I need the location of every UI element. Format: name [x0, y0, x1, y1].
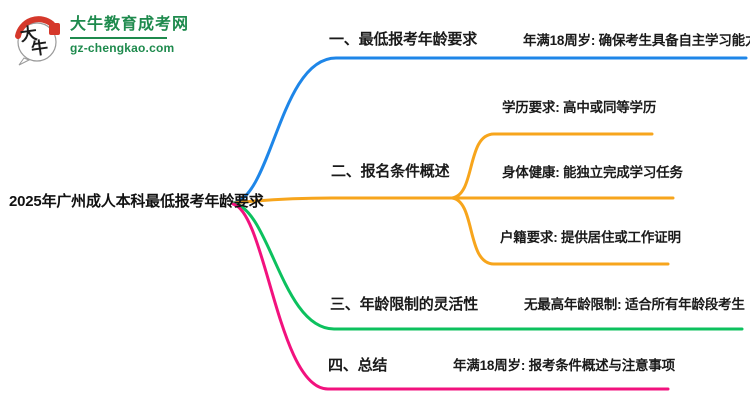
brand-domain: gz-chengkao.com: [70, 41, 175, 56]
branch-1-line: [231, 56, 748, 205]
branch-1-label: 一、最低报考年龄要求: [329, 31, 478, 48]
branch-4-label: 四、总结: [328, 357, 388, 374]
branch-3-line: [231, 201, 744, 331]
branch-2-child-1-line: [450, 132, 654, 200]
svg-text:大: 大: [19, 23, 39, 45]
branch-4-line: [231, 202, 670, 391]
branch-3-child-1: 无最高年龄限制: 适合所有年龄段考生: [524, 297, 745, 312]
root-node: 2025年广州成人本科最低报考年龄要求: [9, 193, 264, 210]
svg-text:牛: 牛: [30, 37, 50, 59]
branch-1-child-1: 年满18周岁: 确保考生具备自主学习能力: [523, 33, 750, 48]
site-logo[interactable]: 大 牛 大牛教育成考网 gz-chengkao.com: [12, 14, 189, 66]
branch-2-child-2: 身体健康: 能独立完成学习任务: [502, 165, 683, 180]
branch-2-child-3-line: [450, 196, 670, 266]
branch-2-main-line: [231, 196, 675, 205]
branch-4-child-1: 年满18周岁: 报考条件概述与注意事项: [453, 358, 675, 373]
brand-name: 大牛教育成考网: [70, 16, 190, 33]
branch-2-child-3: 户籍要求: 提供居住或工作证明: [500, 230, 681, 245]
logo-bubble-icon: 大 牛: [12, 14, 64, 66]
branch-3-label: 三、年龄限制的灵活性: [330, 296, 479, 313]
brand-divider: [70, 37, 167, 40]
branch-2-child-1: 学历要求: 高中或同等学历: [502, 100, 657, 115]
branch-2-label: 二、报名条件概述: [331, 163, 450, 180]
